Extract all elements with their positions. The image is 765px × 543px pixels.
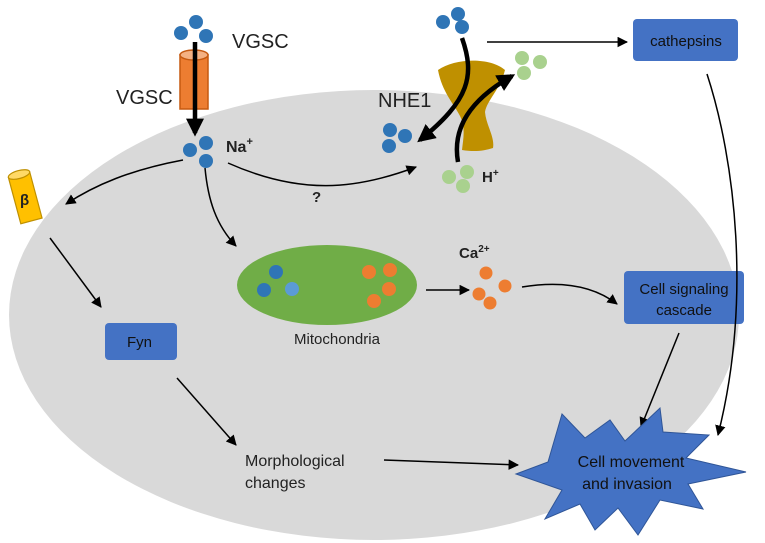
signaling-cascade-box	[624, 271, 744, 324]
vgsc-top-label: VGSC	[232, 31, 289, 53]
extracellular-protons	[515, 51, 547, 80]
mito-calcium-group	[362, 263, 397, 308]
cathepsins-box	[633, 19, 738, 61]
calcium-label: Ca2+	[459, 244, 490, 262]
vgsc-left-label: VGSC	[116, 87, 173, 109]
arrow-fyn-to-morphology	[176, 377, 237, 446]
nhe1-label: NHE1	[378, 90, 431, 112]
arrow-cathepsins-to-movement	[706, 73, 738, 437]
fyn-box	[105, 323, 177, 360]
mito-sodium-group	[257, 265, 299, 297]
arrow-na-to-nhe1	[227, 162, 417, 187]
fyn-label: Fyn	[127, 334, 152, 351]
nhe1-na-influx-arrow	[417, 37, 471, 143]
intracellular-protons	[442, 165, 474, 193]
arrow-calcium-to-signaling	[521, 283, 618, 305]
unknown-mechanism-label: ?	[312, 189, 321, 206]
arrow-morphology-to-movement	[383, 459, 520, 470]
released-calcium	[472, 266, 512, 310]
arrow-signaling-to-movement	[639, 332, 680, 428]
mitochondria-label: Mitochondria	[294, 331, 381, 348]
proton-efflux-arrow	[454, 74, 516, 163]
arrow-beta-to-fyn	[49, 237, 102, 308]
cell-movement-star	[514, 406, 747, 536]
beta-subunit	[7, 169, 43, 225]
arrow-na-to-beta	[65, 159, 184, 205]
sodium-label: Na+	[226, 136, 253, 156]
arrow-na-to-mitochondria	[204, 167, 237, 247]
proton-label: H+	[482, 168, 499, 186]
extracellular-sodium-nhe1	[436, 7, 469, 34]
intracellular-sodium	[183, 136, 213, 168]
extracellular-sodium-vgsc	[174, 15, 213, 43]
cathepsins-label: cathepsins	[650, 33, 722, 50]
beta-label: β	[20, 192, 29, 209]
sodium-near-nhe1	[382, 123, 412, 153]
